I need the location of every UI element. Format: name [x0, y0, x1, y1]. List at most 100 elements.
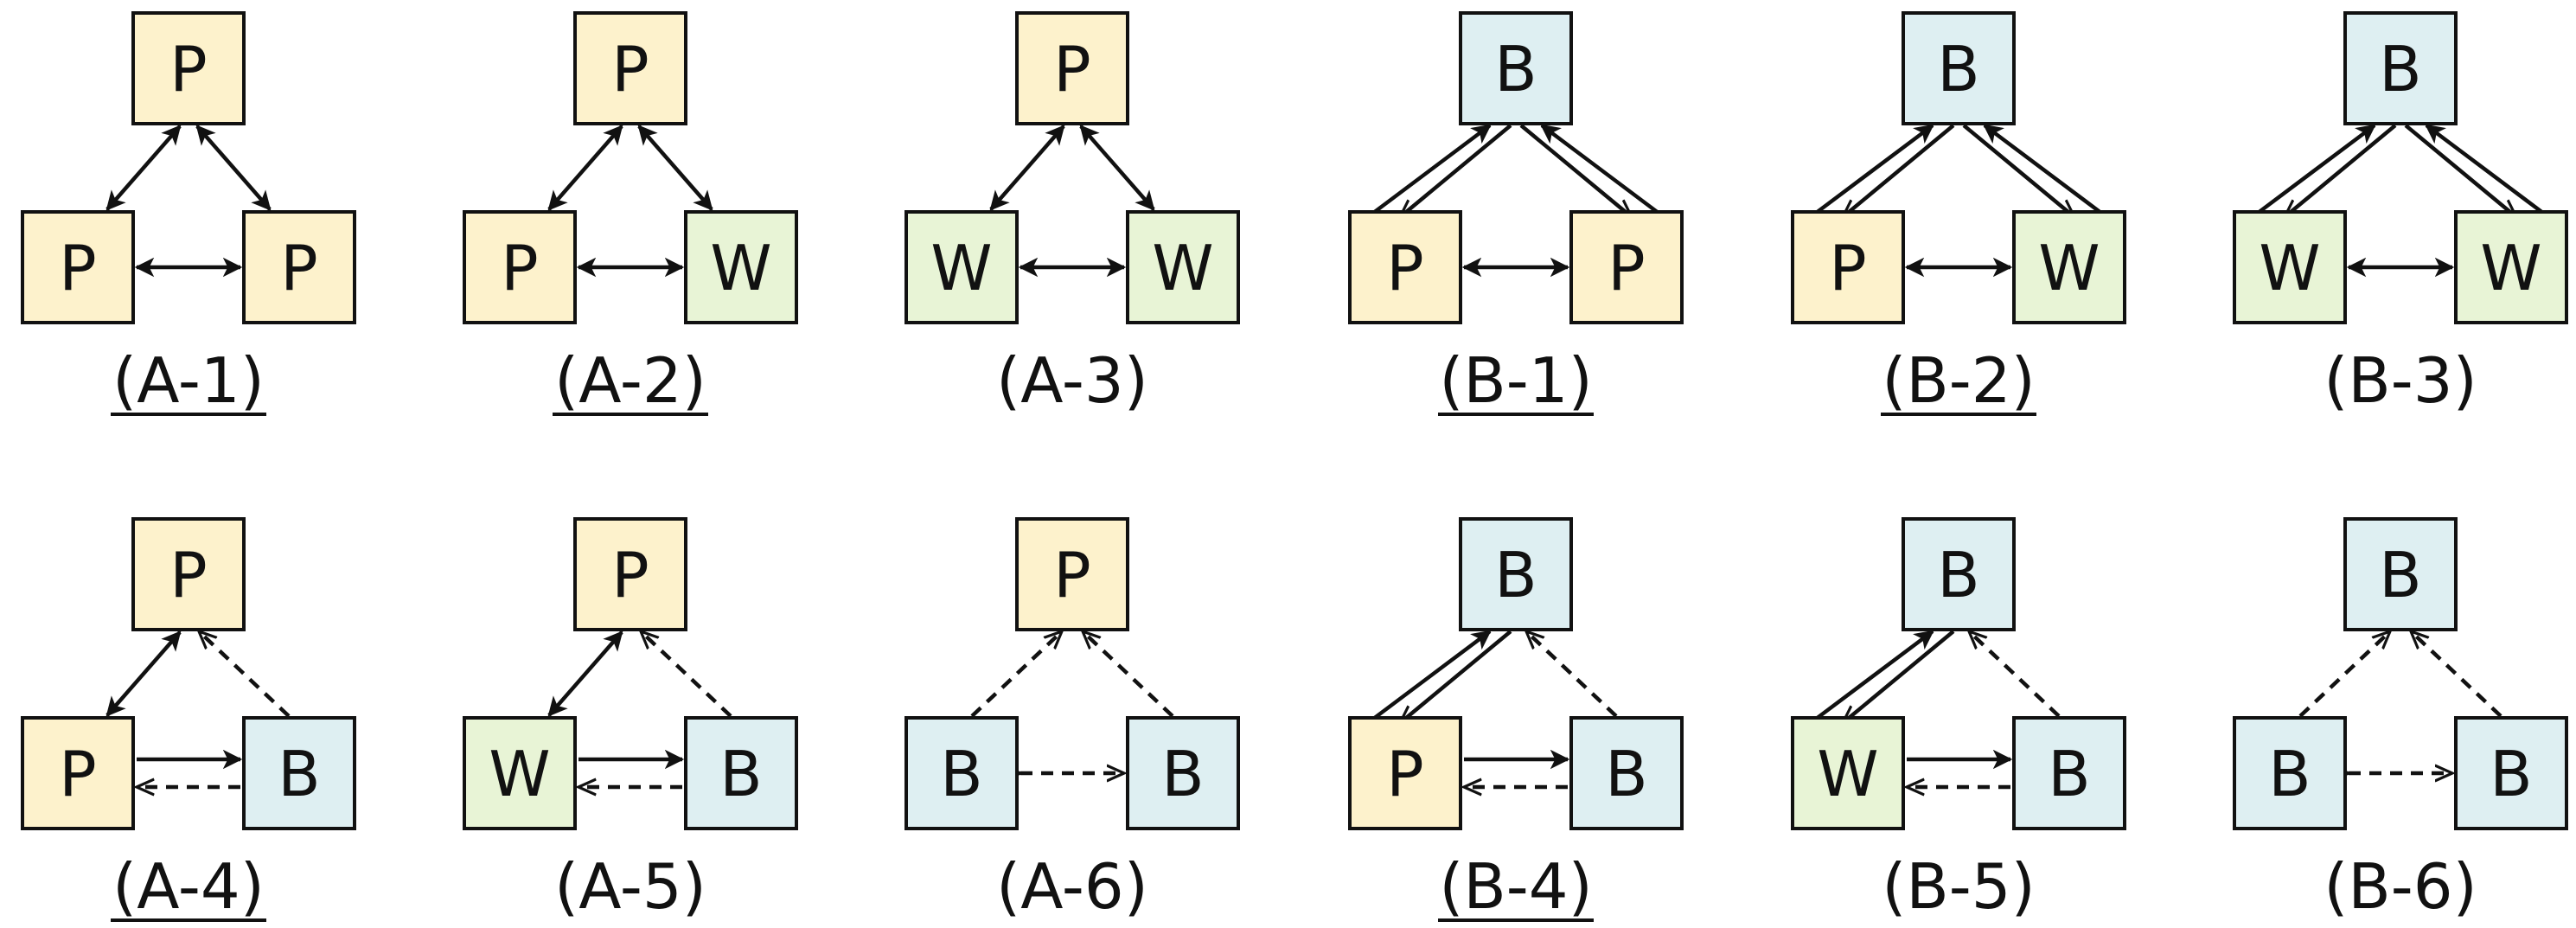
- node-label-left: P: [59, 232, 96, 304]
- node-label-top: B: [2379, 33, 2421, 106]
- node-label-left: W: [1817, 738, 1878, 810]
- panel-caption: (A-2): [554, 344, 706, 417]
- node-box-top: [131, 11, 246, 125]
- node-label-right: P: [280, 232, 317, 304]
- node-box-left: [463, 716, 577, 830]
- panel-a-5: P W B(A-5): [463, 517, 798, 923]
- node-box-left: [463, 210, 577, 324]
- node-box-top: [1015, 517, 1129, 631]
- node-label-right: P: [1608, 232, 1645, 304]
- edge-right-top: [637, 125, 713, 211]
- node-box-top: [573, 517, 687, 631]
- node-label-left: P: [501, 232, 538, 304]
- edge-left-top: [989, 125, 1065, 211]
- panel-caption: (A-1): [112, 344, 265, 417]
- node-box-top: [2343, 11, 2458, 125]
- edge-left-to-top: [1371, 124, 1492, 215]
- node-label-left: W: [930, 232, 992, 304]
- node-box-top: [1459, 11, 1573, 125]
- node-label-right: B: [1605, 738, 1647, 810]
- node-label-right: W: [2480, 232, 2541, 304]
- edge-top-to-left: [2285, 124, 2397, 217]
- node-box-top: [1459, 517, 1573, 631]
- node-box-left: [2233, 210, 2347, 324]
- node-box-left: [904, 716, 1019, 830]
- node-label-right: B: [278, 738, 320, 810]
- edge-top-to-left: [1400, 124, 1512, 217]
- panel-caption: (B-2): [1882, 344, 2035, 417]
- edge-top-to-right: [2404, 124, 2516, 217]
- node-box-top: [2343, 517, 2458, 631]
- node-box-left: [1791, 210, 1905, 324]
- node-box-right: [2454, 716, 2568, 830]
- edge-right-to-top: [199, 631, 291, 718]
- edge-right-to-top: [2411, 631, 2502, 718]
- node-label-left: P: [1829, 232, 1866, 304]
- node-box-right: [684, 210, 798, 324]
- panel-caption: (A-6): [996, 850, 1148, 923]
- node-box-top: [1902, 11, 2016, 125]
- node-box-right: [2454, 210, 2568, 324]
- node-box-left: [21, 716, 135, 830]
- node-label-top: P: [611, 539, 649, 611]
- edge-left-top: [105, 630, 182, 717]
- panel-b-3: B W W(B-3): [2233, 11, 2568, 417]
- node-box-right: [242, 210, 356, 324]
- panel-caption: (B-4): [1439, 850, 1592, 923]
- node-label-top: B: [1494, 33, 1537, 106]
- panel-b-1: B P P(B-1): [1348, 11, 1684, 417]
- edge-right-to-top: [1969, 631, 2061, 718]
- edge-right-top: [1079, 125, 1155, 211]
- node-box-right: [1569, 210, 1684, 324]
- node-box-right: [242, 716, 356, 830]
- node-box-right: [2012, 716, 2126, 830]
- node-label-top: P: [169, 539, 207, 611]
- node-label-left: B: [940, 738, 982, 810]
- panel-caption: (B-1): [1439, 344, 1592, 417]
- node-label-left: P: [1386, 232, 1423, 304]
- edge-top-to-left: [1843, 124, 1955, 217]
- node-label-top: B: [1494, 539, 1537, 611]
- node-box-left: [904, 210, 1019, 324]
- edge-right-to-top: [1540, 124, 1661, 215]
- node-label-top: B: [1937, 33, 1979, 106]
- node-label-right: B: [1161, 738, 1204, 810]
- node-box-right: [1569, 716, 1684, 830]
- edge-left-to-top: [1371, 630, 1492, 721]
- edge-left-to-top: [1813, 124, 1934, 215]
- node-label-left: P: [1386, 738, 1423, 810]
- node-label-right: W: [1152, 232, 1213, 304]
- node-box-top: [573, 11, 687, 125]
- panel-caption: (B-6): [2324, 850, 2477, 923]
- node-box-right: [2012, 210, 2126, 324]
- node-label-top: B: [1937, 539, 1979, 611]
- edge-top-to-right: [1519, 124, 1632, 217]
- edge-right-to-top: [2425, 124, 2546, 215]
- node-label-left: W: [489, 738, 550, 810]
- panel-caption: (B-3): [2324, 344, 2477, 417]
- panel-caption: (A-3): [996, 344, 1148, 417]
- node-label-left: B: [2268, 738, 2311, 810]
- node-box-left: [2233, 716, 2347, 830]
- panel-caption: (A-4): [112, 850, 265, 923]
- node-box-left: [21, 210, 135, 324]
- node-label-right: B: [719, 738, 762, 810]
- panel-caption: (A-5): [554, 850, 706, 923]
- node-box-right: [1126, 716, 1240, 830]
- edge-right-to-top: [1083, 631, 1174, 718]
- edge-right-to-top: [1983, 124, 2104, 215]
- node-label-left: W: [2259, 232, 2320, 304]
- edge-left-to-top: [1813, 630, 1934, 721]
- node-box-top: [131, 517, 246, 631]
- node-label-top: P: [169, 33, 207, 106]
- edge-left-to-top: [2298, 631, 2390, 718]
- edge-right-to-top: [641, 631, 732, 718]
